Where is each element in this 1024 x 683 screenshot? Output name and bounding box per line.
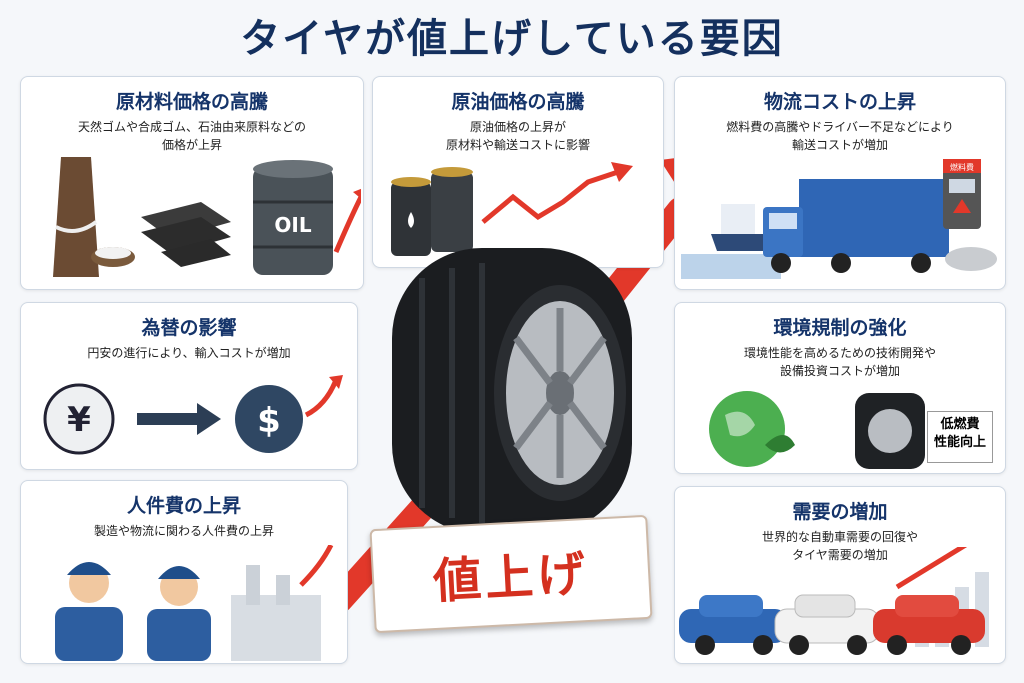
card-logistics: 物流コストの上昇 燃料費の高騰やドライバー不足などにより 輸送コストが増加 燃料… — [674, 76, 1006, 290]
dollar-coin-icon — [235, 385, 303, 453]
card-description: 環境性能を高めるための技術開発や 設備投資コストが増加 — [743, 346, 936, 378]
oil-barrel-icon: OIL — [253, 160, 333, 275]
raw-materials-illustration: OIL — [53, 157, 361, 277]
page-title: タイヤが値上げしている要因 — [240, 16, 784, 62]
fuel-pump-icon: 燃料費 — [943, 159, 997, 271]
logistics-illustration: 燃料費 — [681, 159, 997, 279]
crude-oil-illustration — [391, 162, 633, 256]
card-description: 製造や物流に関わる人件費の上昇 — [93, 524, 274, 538]
ship-icon — [681, 204, 781, 279]
rubber-sheets-icon — [141, 202, 231, 267]
card-description: 原油価格の上昇が 原材料や輸送コストに影響 — [445, 120, 590, 152]
yen-coin-icon — [43, 383, 115, 455]
card-title: 環境規制の強化 — [773, 317, 907, 339]
up-arrow-icon — [333, 195, 361, 253]
labor-illustration — [55, 545, 334, 661]
oil-label: OIL — [274, 213, 311, 237]
card-description: 円安の進行により、輸入コストが増加 — [87, 346, 291, 360]
card-labor: 人件費の上昇 製造や物流に関わる人件費の上昇 — [20, 480, 348, 664]
card-title: 物流コストの上昇 — [763, 91, 916, 113]
eco-performance-tag: 低燃費 性能向上 — [927, 411, 993, 463]
worker-male-icon — [55, 562, 123, 661]
car-blue-icon — [679, 595, 787, 655]
demand-illustration — [679, 547, 989, 655]
price-increase-badge: 値上げ — [369, 514, 653, 634]
card-description: 天然ゴムや合成ゴム、石油由来原料などの 価格が上昇 — [77, 120, 306, 152]
fuel-cost-label: 燃料費 — [950, 162, 974, 172]
card-description: 燃料費の高騰やドライバー不足などにより 輸送コストが増加 — [726, 120, 954, 152]
dollar-symbol: $ — [257, 401, 281, 441]
factory-icon — [231, 565, 321, 661]
oil-barrels-icon — [391, 167, 473, 256]
right-arrow-icon — [137, 413, 197, 425]
truck-icon — [763, 179, 949, 273]
card-crude-oil: 原油価格の高騰 原油価格の上昇が 原材料や輸送コストに影響 — [372, 76, 664, 268]
tire-icon — [392, 248, 632, 534]
card-title: 需要の増加 — [792, 501, 888, 523]
badge-label: 値上げ — [431, 545, 591, 611]
card-description: 世界的な自動車需要の回復や タイヤ需要の増加 — [761, 530, 918, 562]
card-title: 人件費の上昇 — [126, 495, 241, 517]
up-arrow-icon — [304, 379, 339, 418]
card-title: 原油価格の高騰 — [451, 91, 585, 113]
card-title: 為替の影響 — [141, 317, 237, 339]
card-demand: 需要の増加 世界的な自動車需要の回復や タイヤ需要の増加 — [674, 486, 1006, 664]
car-red-icon — [873, 595, 985, 655]
card-exchange: 為替の影響 円安の進行により、輸入コストが増加 ¥ $ — [20, 302, 358, 470]
card-environment: 環境規制の強化 環境性能を高めるための技術開発や 設備投資コストが増加 低燃費 … — [674, 302, 1006, 474]
up-arrow-icon — [895, 547, 968, 590]
rubber-tree-icon — [53, 157, 135, 277]
zigzag-arrow-icon — [481, 169, 619, 224]
exchange-illustration: ¥ $ — [43, 375, 343, 455]
card-raw-materials: 原材料価格の高騰 天然ゴムや合成ゴム、石油由来原料などの 価格が上昇 OIL — [20, 76, 364, 290]
yen-symbol: ¥ — [67, 400, 91, 440]
up-arrow-icon — [299, 545, 334, 587]
card-title: 原材料価格の高騰 — [115, 91, 268, 113]
car-white-icon — [774, 594, 880, 655]
environment-illustration — [709, 391, 925, 469]
worker-female-icon — [147, 566, 211, 661]
